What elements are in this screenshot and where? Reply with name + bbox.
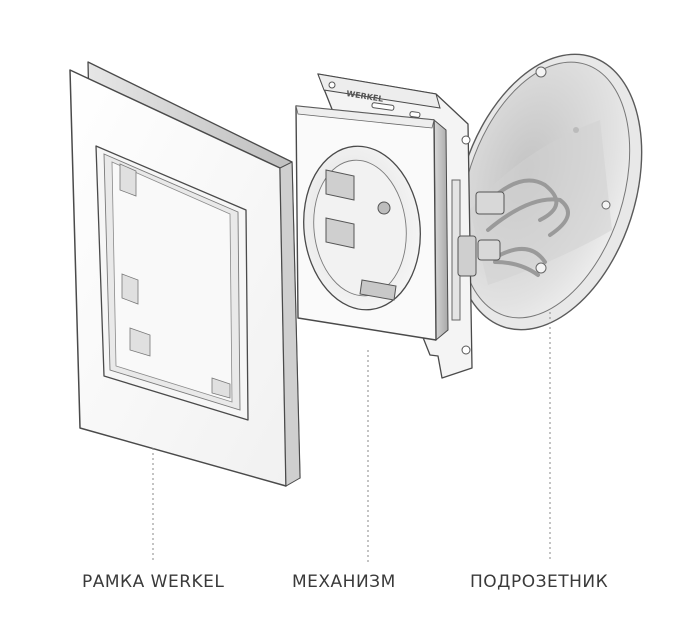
leader-lines: [152, 312, 551, 562]
frame-werkel: [69, 61, 301, 487]
label-mounting-box: ПОДРОЗЕТНИК: [470, 572, 609, 592]
label-frame: РАМКА WERKEL: [82, 572, 225, 592]
wires: [483, 178, 570, 277]
label-mechanism: МЕХАНИЗМ: [292, 572, 396, 592]
socket-mechanism: WERKEL: [295, 73, 505, 379]
